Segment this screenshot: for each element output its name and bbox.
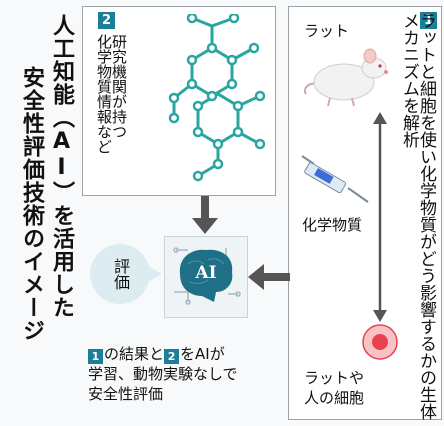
rat-icon: [304, 48, 388, 107]
cells-label-line-2: 人の細胞: [304, 389, 365, 407]
left-arrow-icon: [248, 264, 290, 290]
summary-line-3: 安全性評価: [88, 385, 164, 403]
panel-2-line-1: 研究機関が持つ: [110, 34, 128, 139]
cells-label: ラットや 人の細胞: [304, 368, 364, 408]
panel-2-badge: 2: [98, 12, 115, 29]
panel-chemical-info: [82, 6, 276, 196]
summary-line-2: 学習、動物実験なしで: [88, 365, 238, 383]
rat-label: ラット: [304, 22, 350, 40]
evaluation-label: 評価: [111, 258, 130, 290]
summary-text-1: の結果と: [104, 345, 165, 363]
title-line-1: 人工知能（AI）を活用した: [49, 14, 74, 319]
title-line-2: 安全性評価技術のイメージ: [19, 66, 44, 342]
chemical-label: 化学物質: [302, 216, 363, 234]
syringe-icon: [301, 155, 369, 203]
panel-2-text: 研究機関が持つ 化学物質情報など: [95, 34, 128, 154]
eval-pointer-icon: [148, 266, 162, 282]
panel-1-badge: 1: [420, 12, 437, 29]
cell-icon: [362, 324, 398, 360]
summary-badge-1: 1: [88, 349, 103, 364]
double-arrow-icon: [373, 112, 387, 322]
summary-text-2: をAIが: [180, 345, 225, 363]
evaluation-badge: 評価: [90, 244, 150, 304]
panel-1-text: ラットと細胞を使い化学物質がどう影響するかの生体メカニズムを解析: [399, 12, 436, 420]
ai-label: AI: [194, 263, 216, 283]
down-arrow-icon: [192, 196, 218, 234]
ai-brain-icon: AI: [173, 247, 241, 305]
summary-badge-2: 2: [164, 349, 180, 364]
cells-label-line-1: ラットや: [304, 369, 365, 387]
molecule-icon: [168, 14, 266, 182]
panel-2-line-2: 化学物質情報など: [95, 34, 113, 154]
